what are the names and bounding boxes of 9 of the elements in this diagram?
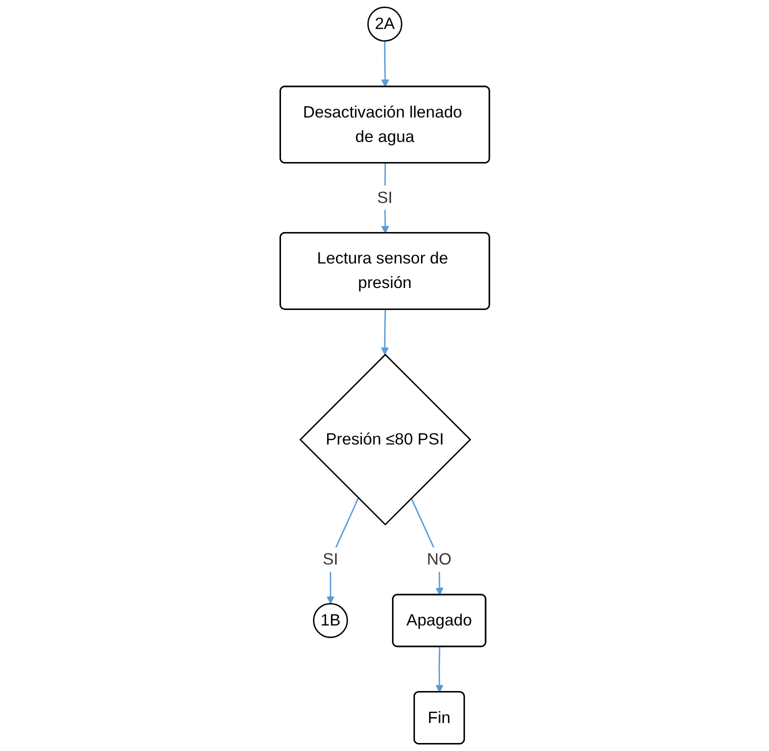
arrow xyxy=(380,310,388,355)
node-circle: 2A xyxy=(366,6,402,42)
arrow xyxy=(435,646,444,693)
node-circle: 1B xyxy=(312,602,348,638)
edge-label: SI xyxy=(376,188,392,206)
arrow xyxy=(380,40,389,88)
edge-label: SI xyxy=(322,550,338,568)
edge-label: NO xyxy=(426,550,452,568)
node-diamond: Presión ≤80 PSI xyxy=(299,354,471,526)
